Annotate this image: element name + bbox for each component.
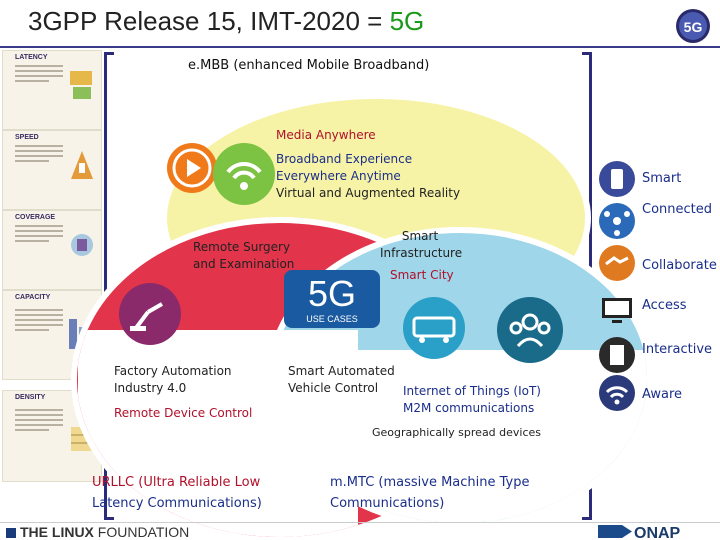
sidebar-item-label: SPEED — [15, 134, 39, 141]
smartphone-icon — [599, 161, 635, 197]
media-anywhere-label: Media Anywhere — [276, 128, 376, 142]
capability-item-aware: Aware — [598, 374, 720, 414]
5g-use-cases-icon: 5G USE CASES — [284, 270, 380, 328]
footer-divider — [0, 522, 720, 523]
mmtc-label-line2: Communications) — [330, 496, 445, 511]
center-5g-logo: 5G USE CASES — [282, 268, 382, 330]
smart-infra-line1: Smart — [401, 229, 439, 243]
title-accent: 5G — [389, 6, 425, 36]
capability-item-smart: Smart — [598, 160, 720, 200]
remote-surgery-line2: and Examination — [193, 257, 295, 271]
onap-logo: ONAP — [598, 525, 681, 540]
capability-item-interactive: Interactive — [598, 336, 720, 376]
robot-arm-icon — [119, 283, 181, 345]
wifi-icon — [599, 375, 635, 411]
touch-icon — [599, 337, 635, 373]
factory-line1: Factory Automation — [114, 364, 232, 378]
sidebar-item-text — [15, 309, 63, 334]
slide-title: 3GPP Release 15, IMT-2020 = 5G — [28, 6, 424, 37]
sidebar-item-text — [15, 409, 63, 434]
sidebar-item-latency: LATENCY — [2, 50, 102, 130]
devices-icon — [602, 298, 632, 323]
sidebar-item-coverage: COVERAGE — [2, 210, 102, 290]
sidebar-item-label: COVERAGE — [15, 214, 56, 221]
svg-text:USE CASES: USE CASES — [306, 314, 358, 324]
capability-label: Aware — [642, 387, 683, 402]
broadband-label-line2: Everywhere Anytime — [276, 169, 401, 183]
iot-line2: M2M communications — [403, 401, 535, 415]
factory-line2: Industry 4.0 — [114, 381, 187, 395]
urllc-label-line1: URLLC (Ultra Reliable Low — [92, 475, 261, 490]
coverage-illustration-icon — [71, 234, 93, 256]
bus-icon — [403, 297, 465, 359]
capability-label: Smart — [642, 171, 682, 186]
broadband-label-line1: Broadband Experience — [276, 152, 413, 166]
capability-label: Connected — [642, 202, 713, 217]
latency-illustration-icon — [70, 71, 92, 99]
smart-auto-line1: Smart Automated — [288, 364, 395, 378]
remote-device-label: Remote Device Control — [114, 406, 253, 420]
capability-item-access: Access — [598, 290, 720, 330]
sidebar-item-text — [15, 225, 63, 245]
mmtc-label-line1: m.MTC (massive Machine Type — [330, 475, 530, 490]
sidebar-item-label: CAPACITY — [15, 294, 51, 301]
embb-label: e.MBB (enhanced Mobile Broadband) — [188, 58, 430, 73]
capability-item-collaborate: Collaborate — [598, 244, 720, 284]
sidebar-item-text — [15, 145, 63, 165]
linux-foundation-logo: THE LINUX FOUNDATION — [6, 524, 189, 540]
sidebar-item-label: DENSITY — [15, 394, 46, 401]
handshake-icon — [599, 245, 635, 281]
sidebar-item-speed: SPEED — [2, 130, 102, 210]
vr-ar-label: Virtual and Augmented Reality — [276, 186, 461, 200]
header-divider — [0, 46, 720, 48]
svg-text:5G: 5G — [684, 19, 703, 35]
smart-city-label: Smart City — [390, 268, 454, 282]
capability-label: Interactive — [642, 342, 713, 357]
logo-bold-text: THE LINUX — [20, 524, 94, 540]
title-prefix: 3GPP Release 15, IMT-2020 = — [28, 6, 390, 36]
logo-regular-text: FOUNDATION — [93, 524, 190, 540]
urllc-label-line2: Latency Communications) — [92, 496, 262, 511]
sidebar-item-label: LATENCY — [15, 54, 48, 61]
capability-item-connected: Connected — [598, 202, 720, 242]
linux-foundation-mark-icon — [6, 528, 16, 539]
wifi-broadcast-icon — [213, 143, 275, 205]
speed-illustration-icon — [71, 151, 93, 179]
sidebar-item-text — [15, 65, 63, 85]
capability-label: Access — [642, 298, 687, 313]
geo-devices-label: Geographically spread devices — [372, 426, 542, 439]
smart-infra-line2: Infrastructure — [380, 246, 463, 260]
capability-label: Collaborate — [642, 258, 717, 273]
5g-badge-icon: 5G — [676, 9, 710, 43]
capability-list: Smart Connected Collaborate Access Inter… — [598, 160, 720, 420]
network-icon — [599, 203, 635, 239]
svg-text:5G: 5G — [308, 273, 356, 314]
left-bracket — [104, 52, 114, 520]
people-group-icon — [497, 297, 563, 363]
remote-surgery-line1: Remote Surgery — [193, 240, 291, 254]
play-icon — [167, 143, 217, 193]
smart-auto-line2: Vehicle Control — [288, 381, 379, 395]
svg-text:ONAP: ONAP — [634, 525, 681, 540]
iot-line1: Internet of Things (IoT) — [403, 384, 541, 398]
